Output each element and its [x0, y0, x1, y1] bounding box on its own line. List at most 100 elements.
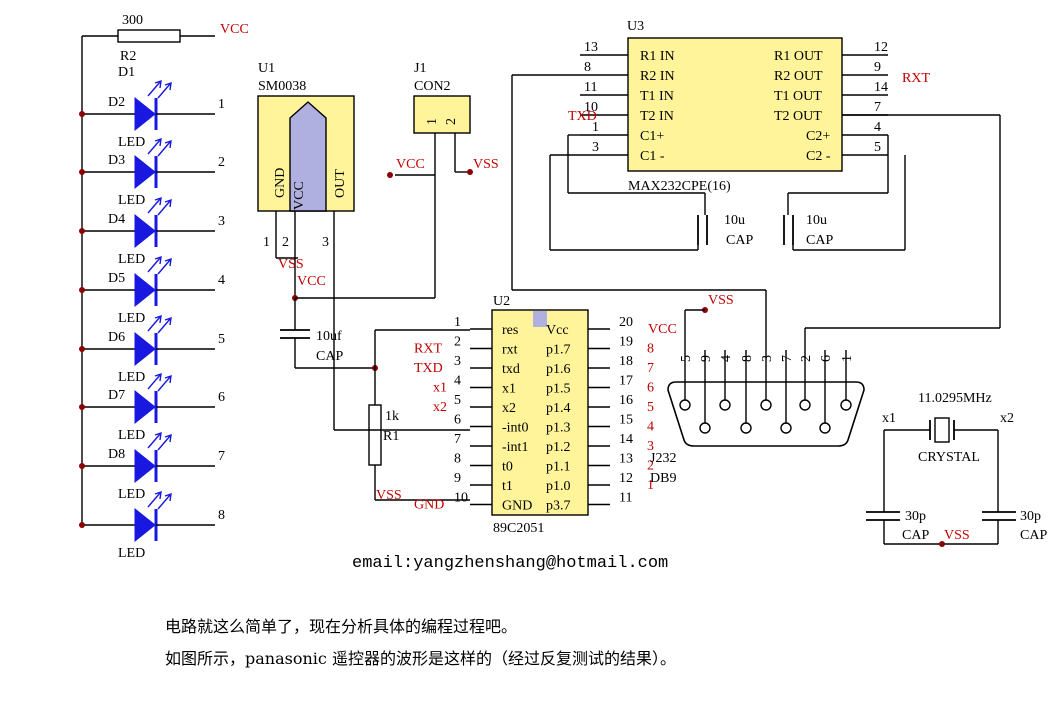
u2-net-label: x2	[433, 400, 447, 415]
c10uf-cap: CAP	[316, 349, 343, 364]
led-diode-icon	[134, 213, 156, 249]
u2-pin-name: p1.4	[546, 401, 571, 416]
u1-pin-vcc: VCC	[292, 181, 307, 210]
led-diode-icon	[134, 389, 156, 425]
j1-vss-label: VSS	[473, 157, 499, 172]
u2-net-label: 6	[647, 381, 654, 396]
u3-pin-name: C2 -	[806, 149, 831, 164]
u2-pin-name: -int1	[502, 440, 528, 455]
u1-ref: U1	[258, 61, 275, 76]
led-pin-net: 7	[218, 449, 225, 464]
db9-label: DB9	[650, 471, 676, 486]
led-section: 300 R2 VCC D1 D2LED1D3LED2D4LED3D5LED4D6…	[79, 13, 249, 561]
u3-pin-num: 4	[874, 120, 881, 135]
led-diode-icon	[134, 331, 156, 367]
u2-pin-name: txd	[502, 362, 520, 377]
u3-pin-num: 10	[584, 100, 598, 115]
u1-pin-num-1: 1	[263, 235, 270, 250]
u2-pin-num: 11	[619, 491, 632, 506]
led-ref: D3	[108, 153, 125, 168]
led-pin-net: 3	[218, 214, 225, 229]
vcc-label: VCC	[220, 22, 249, 37]
u2-pin-num: 6	[454, 413, 461, 428]
x1-label: x1	[882, 411, 896, 426]
u3-pin-num: 9	[874, 60, 881, 75]
u2-pin-num: 9	[454, 471, 461, 486]
c30p-right-cap: CAP	[1020, 528, 1047, 543]
j1-part: CON2	[414, 79, 451, 94]
db9-pin-icon	[699, 422, 711, 434]
paragraph-line-1: 电路就这么简单了，现在分析具体的编程过程吧。	[165, 617, 518, 636]
db9-pin-icon	[719, 399, 731, 411]
c1-value: 10u	[724, 213, 745, 228]
led-ref: D5	[108, 271, 125, 286]
led-label: LED	[118, 546, 145, 561]
led-pin-net: 6	[218, 390, 225, 405]
db9-pin-icon	[679, 399, 691, 411]
u2-pin-name: p1.2	[546, 440, 571, 455]
u3-pin-num: 3	[592, 140, 599, 155]
u1-ir-receiver: U1 SM0038 GND VCC OUT 1 2 3 VSS VCC 10uf…	[257, 61, 436, 430]
u3-net-label: RXT	[902, 71, 930, 86]
u2-pin-num: 5	[454, 393, 461, 408]
svg-text:1: 1	[425, 118, 440, 125]
c30p-left-cap: CAP	[902, 528, 929, 543]
u2-ref: U2	[493, 294, 510, 309]
u2-pin-num: 7	[454, 432, 461, 447]
u2-pin-num: 4	[454, 374, 461, 389]
led-row: LED 8	[79, 490, 225, 561]
u3-pin-name: C2+	[806, 129, 830, 144]
u2-net-label: TXD	[414, 361, 443, 376]
u3-pin-name: C1+	[640, 129, 664, 144]
db9-pin-num: 8	[740, 355, 755, 362]
r1-vss-label: VSS	[376, 488, 402, 503]
led-label: LED	[118, 311, 145, 326]
u2-net-label: 3	[647, 439, 654, 454]
c10uf-value: 10uf	[316, 329, 342, 344]
u2-pin-name: t1	[502, 479, 513, 494]
led-label: LED	[118, 252, 145, 267]
u2-net-label: 8	[647, 342, 654, 357]
u2-pin-name: p3.7	[546, 499, 571, 514]
u3-pin-name: T1 OUT	[774, 89, 822, 104]
u3-pin-num: 1	[592, 120, 599, 135]
u2-net-label: x1	[433, 381, 447, 396]
u3-pin-num: 13	[584, 40, 598, 55]
led-pin-net: 8	[218, 508, 225, 523]
led-ref: D7	[108, 388, 125, 403]
u2-pin-num: 19	[619, 335, 633, 350]
x2-label: x2	[1000, 411, 1014, 426]
u2-pin-num: 20	[619, 315, 633, 330]
j1-ref: J1	[414, 61, 426, 76]
led-diode-icon	[134, 507, 156, 543]
u3-pin-name: T1 IN	[640, 89, 674, 104]
u2-net-label: RXT	[414, 342, 442, 357]
j1-connector: J1 CON2 1 2 VCC VSS	[387, 61, 499, 178]
u2-net-label: 7	[647, 361, 654, 376]
u2-pin-num: 14	[619, 432, 633, 447]
u3-pin-name: R1 IN	[640, 49, 675, 64]
led-pin-net: 2	[218, 155, 225, 170]
u2-pin-name: t0	[502, 460, 513, 475]
db9-pin-num: 9	[699, 355, 714, 362]
u2-net-label: 2	[647, 459, 654, 474]
db9-pin-icon	[819, 422, 831, 434]
u3-pin-name: R2 OUT	[774, 69, 823, 84]
u1-pin-gnd: GND	[273, 168, 288, 198]
paragraph-line-2: 如图所示，panasonic 遥控器的波形是这样的（经过反复测试的结果）。	[165, 649, 676, 668]
u3-pin-num: 8	[584, 60, 591, 75]
u2-pin-num: 12	[619, 471, 633, 486]
u2-pin-num: 1	[454, 315, 461, 330]
led-label: LED	[118, 193, 145, 208]
svg-text:2: 2	[444, 118, 459, 125]
u1-part: SM0038	[258, 79, 306, 94]
